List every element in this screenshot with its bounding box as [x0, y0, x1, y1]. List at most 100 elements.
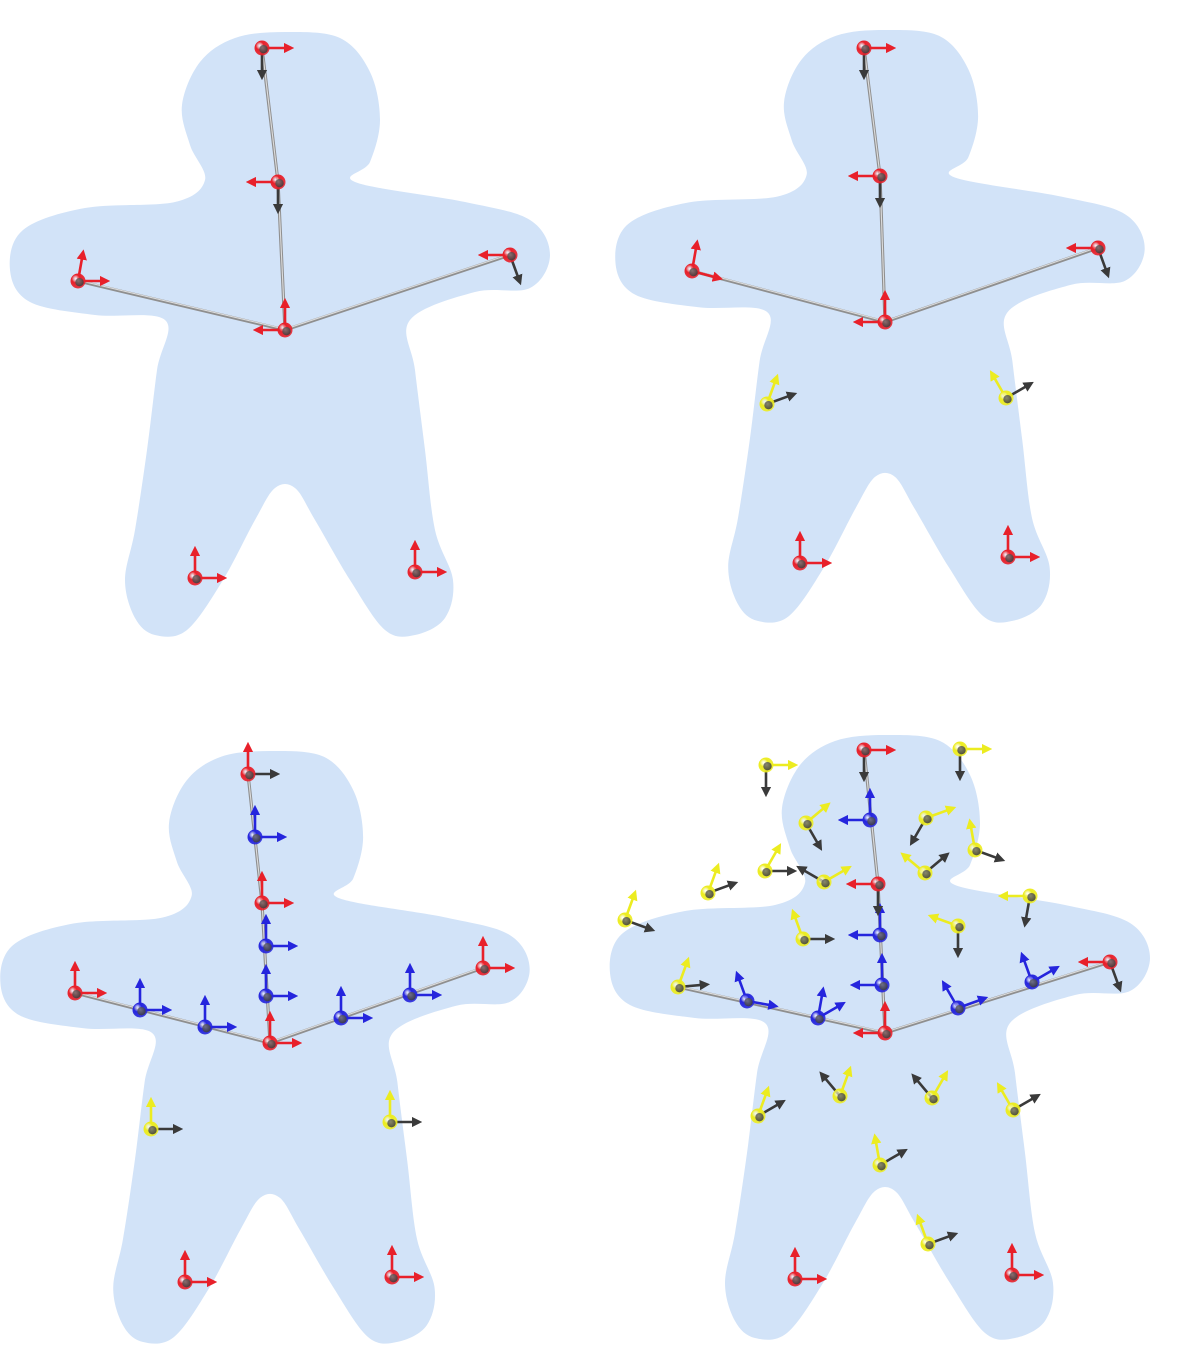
handle-core: [75, 278, 84, 287]
handle-core: [1029, 979, 1038, 988]
skeleton-point-handle[interactable]: [837, 787, 878, 828]
skeleton-point-handle[interactable]: [1019, 951, 1060, 990]
skeleton-bone: [676, 985, 887, 1035]
handle-core: [929, 1095, 938, 1104]
handle-core: [957, 746, 966, 755]
skeleton-point-handle[interactable]: [197, 994, 238, 1035]
handle-core: [755, 1113, 764, 1122]
skeleton-joint-handle[interactable]: [1065, 240, 1111, 279]
free-point-handle[interactable]: [819, 1065, 853, 1104]
skeleton-joint-handle[interactable]: [684, 239, 724, 282]
skeleton-point-handle[interactable]: [734, 970, 779, 1010]
skeleton-joint-handle[interactable]: [847, 168, 888, 209]
free-point-handle[interactable]: [927, 913, 966, 959]
skeleton-bone-highlight: [74, 991, 271, 1043]
skeleton-bone: [76, 279, 287, 332]
handle-core: [815, 1015, 824, 1024]
skeleton-bone-highlight: [269, 966, 484, 1043]
handle-core: [275, 179, 284, 188]
free-point-handle[interactable]: [757, 843, 798, 879]
skeleton-point-handle[interactable]: [258, 913, 299, 954]
handle-core: [72, 990, 81, 999]
skeleton-joint-handle[interactable]: [254, 870, 295, 911]
handle-core: [705, 890, 714, 899]
free-point-handle[interactable]: [750, 1085, 786, 1124]
free-point-handle[interactable]: [758, 757, 799, 798]
skeleton-joint-handle[interactable]: [67, 960, 108, 1001]
skeleton-joint-handle[interactable]: [1077, 954, 1123, 993]
handle-core: [803, 820, 812, 829]
free-point-handle[interactable]: [790, 908, 836, 947]
free-point-handle[interactable]: [700, 862, 739, 901]
skeleton-joint-handle[interactable]: [1004, 1242, 1045, 1283]
handle-core: [877, 173, 886, 182]
free-point-handle[interactable]: [909, 805, 957, 846]
handle-core: [821, 879, 830, 888]
panel-2: [615, 29, 1145, 623]
handle-core: [797, 560, 806, 569]
free-point-handle[interactable]: [952, 741, 993, 782]
skeleton-joint-handle[interactable]: [187, 545, 228, 586]
skeleton-point-handle[interactable]: [247, 804, 288, 845]
skeleton-bone-highlight: [77, 279, 286, 330]
free-point-handle[interactable]: [796, 865, 852, 890]
skeleton-point-handle[interactable]: [132, 977, 173, 1018]
handle-core: [837, 1093, 846, 1102]
handle-core: [875, 881, 884, 890]
handle-core: [412, 569, 421, 578]
skeleton-joint-handle[interactable]: [787, 1246, 828, 1287]
skeleton-joint-handle[interactable]: [254, 40, 295, 81]
free-point-handle[interactable]: [759, 373, 798, 412]
skeleton-point-handle[interactable]: [849, 952, 890, 993]
skeleton-joint-handle[interactable]: [252, 297, 293, 338]
skeleton-joint-handle[interactable]: [384, 1244, 425, 1285]
skeleton-joint-handle[interactable]: [262, 1010, 303, 1051]
free-point-handle[interactable]: [966, 818, 1006, 863]
panel-3: [0, 741, 530, 1344]
skeleton-joint-handle[interactable]: [70, 249, 111, 289]
skeleton-point-handle[interactable]: [258, 963, 299, 1004]
free-point-handle[interactable]: [996, 1082, 1041, 1118]
skeleton-point-handle[interactable]: [402, 962, 443, 1003]
free-point-handle[interactable]: [617, 889, 656, 933]
free-point-handle[interactable]: [670, 956, 711, 995]
skeleton-point-handle[interactable]: [847, 902, 888, 943]
handle-core: [879, 982, 888, 991]
free-point-handle[interactable]: [798, 802, 831, 851]
free-point-handle[interactable]: [911, 1070, 949, 1106]
free-point-handle[interactable]: [382, 1089, 423, 1130]
skeleton-joint-handle[interactable]: [407, 539, 448, 580]
skeleton-bone: [283, 253, 512, 332]
skeleton-point-handle[interactable]: [810, 986, 846, 1026]
handle-core: [861, 747, 870, 756]
handle-core: [263, 993, 272, 1002]
handle-core: [792, 1276, 801, 1285]
free-point-handle[interactable]: [997, 888, 1038, 928]
skeleton-joint-handle[interactable]: [475, 935, 516, 976]
skeleton-joint-handle[interactable]: [792, 530, 833, 571]
skeleton-joint-handle[interactable]: [856, 742, 897, 783]
free-point-handle[interactable]: [871, 1133, 908, 1173]
skeleton-bone-highlight: [884, 246, 1099, 322]
handle-core: [259, 900, 268, 909]
handle-core: [922, 870, 931, 879]
free-point-handle[interactable]: [900, 852, 950, 881]
handle-core: [800, 936, 809, 945]
handle-core: [389, 1274, 398, 1283]
skeleton-joint-handle[interactable]: [852, 1000, 893, 1041]
skeleton-joint-handle[interactable]: [177, 1249, 218, 1290]
skeleton-joint-handle[interactable]: [1000, 524, 1041, 565]
skeleton-joint-handle[interactable]: [477, 247, 523, 286]
handle-core: [972, 847, 981, 856]
free-point-handle[interactable]: [915, 1213, 959, 1252]
skeleton-joint-handle[interactable]: [845, 876, 886, 917]
free-point-handle[interactable]: [989, 370, 1034, 406]
skeleton-joint-handle[interactable]: [856, 40, 897, 81]
skeleton-joint-handle[interactable]: [245, 174, 286, 215]
skeleton-joint-handle[interactable]: [852, 289, 893, 330]
skeleton-joint-handle[interactable]: [240, 741, 281, 782]
skeleton-point-handle[interactable]: [333, 985, 374, 1026]
skeleton-point-handle[interactable]: [941, 980, 989, 1016]
free-point-handle[interactable]: [143, 1096, 184, 1137]
